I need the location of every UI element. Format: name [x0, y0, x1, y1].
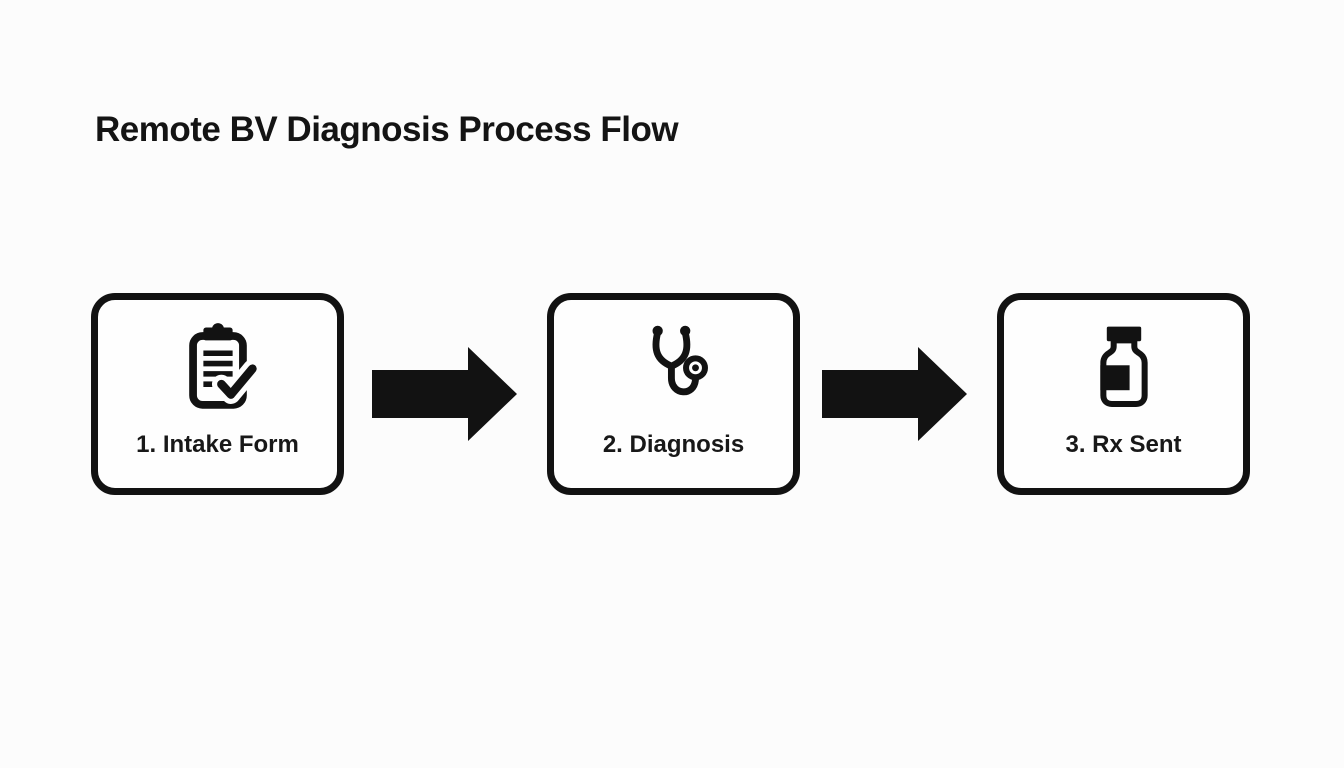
arrow-diagnosis-to-rx: [822, 346, 968, 442]
step-label-rx-sent: 3. Rx Sent: [1065, 431, 1182, 458]
clipboard-check-icon: [172, 321, 264, 413]
step-box-intake-form: 1. Intake Form: [91, 293, 344, 495]
step-label-intake-form: 1. Intake Form: [136, 431, 299, 458]
step-label-diagnosis: 2. Diagnosis: [602, 431, 745, 458]
step-box-rx-sent: 3. Rx Sent: [997, 293, 1250, 495]
arrow-intake-to-diagnosis: [372, 346, 518, 442]
stethoscope-icon: [628, 321, 720, 413]
page-title: Remote BV Diagnosis Process Flow: [95, 110, 679, 149]
step-box-diagnosis: 2. Diagnosis: [547, 293, 800, 495]
pill-bottle-icon: [1078, 321, 1170, 413]
